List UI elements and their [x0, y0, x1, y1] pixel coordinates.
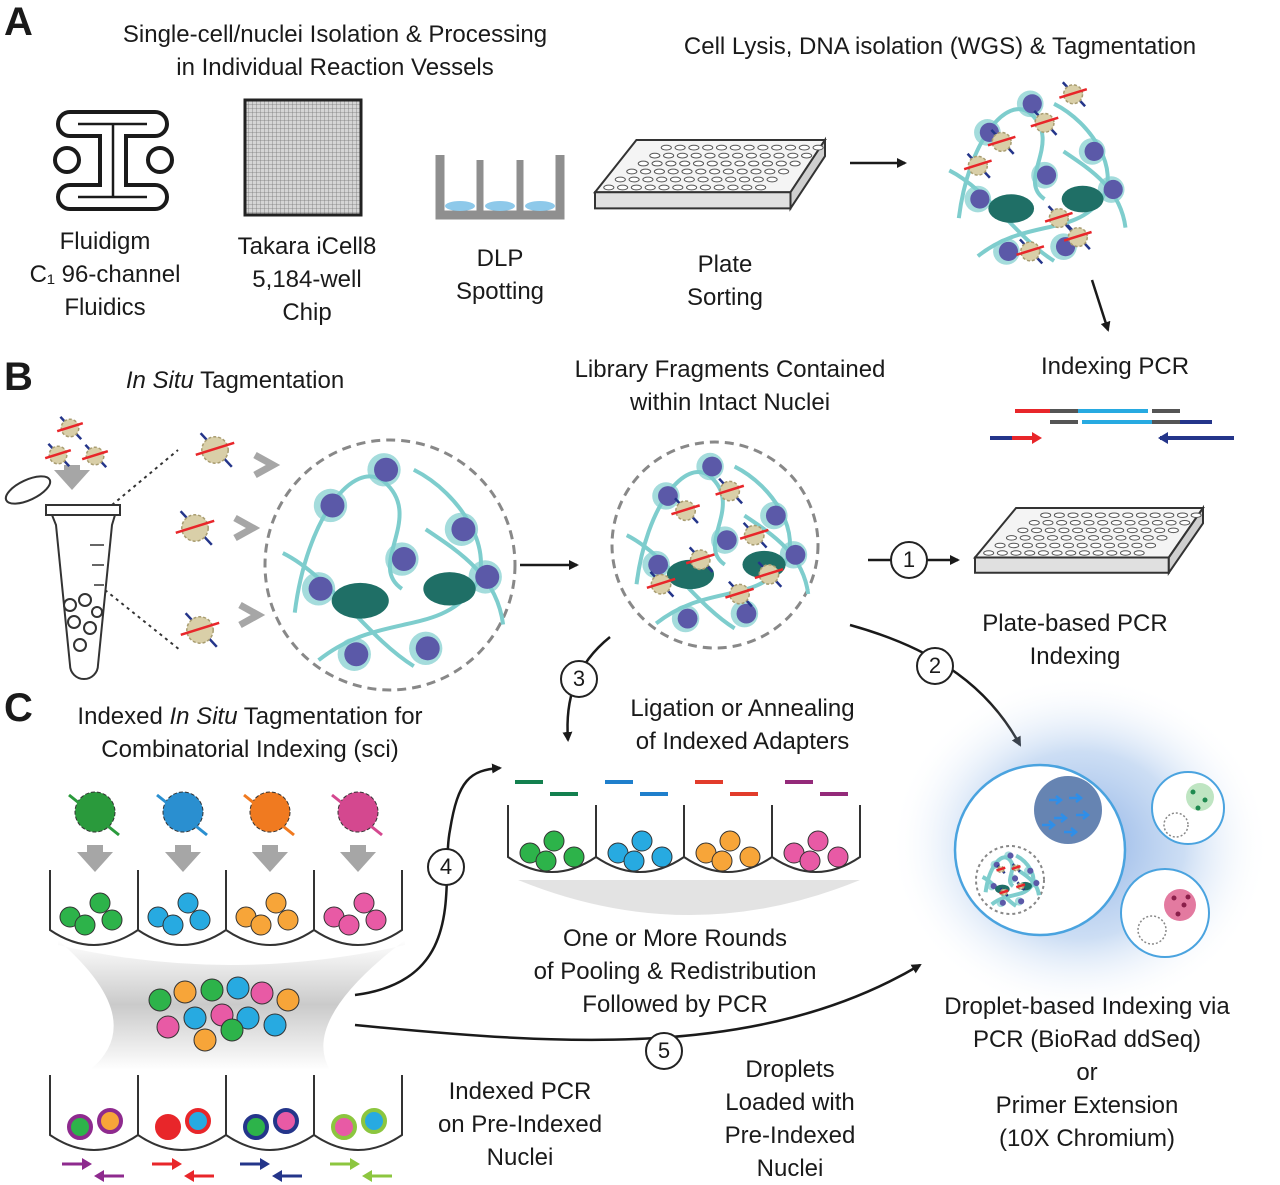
step-3-marker: 3 [560, 660, 598, 698]
heading-isolation: Single-cell/nuclei Isolation & Processin… [122, 21, 548, 81]
tn5-column [175, 432, 281, 648]
pcr-primer-arrows [62, 1158, 392, 1182]
arrow-lysis-to-pcr [1090, 279, 1111, 332]
droplet-indexing-illustration [890, 675, 1270, 1015]
panel-label-b: B [4, 355, 33, 399]
step-4-marker: 4 [427, 848, 465, 886]
step-2-marker: 2 [916, 647, 954, 685]
step-5-marker: 5 [645, 1032, 683, 1070]
heading-in-situ: In Situ Tagmentation [125, 367, 345, 394]
adapter-wells [507, 780, 861, 915]
lysed-chromatin-icon [948, 81, 1128, 265]
pooled-nuclei [148, 976, 300, 1052]
nucleus-b-left [263, 438, 517, 692]
dlp-spotting-icon [435, 155, 565, 220]
plate-sorting-icon [592, 136, 827, 212]
nucleus-b-right [610, 440, 820, 650]
heading-sci: Indexed In Situ Tagmentation for Combina… [77, 703, 423, 763]
plate-pcr-icon [972, 504, 1205, 577]
panel-label-c: C [4, 686, 33, 730]
heading-lysis: Cell Lysis, DNA isolation (WGS) & Tagmen… [683, 33, 1197, 60]
colored-tn5-row [68, 791, 383, 872]
heading-indexing-pcr: Indexing PCR [1040, 353, 1190, 380]
indexing-pcr-fragment [990, 409, 1234, 444]
zoom-line-top [111, 449, 179, 506]
icell8-chip-icon [243, 98, 363, 217]
sci-wells-bottom [49, 1075, 403, 1151]
sci-wells-top [49, 870, 403, 946]
step-1-marker: 1 [890, 541, 928, 579]
microcentrifuge-tube-icon [4, 475, 121, 680]
pooling-funnel [58, 940, 405, 1070]
fluidigm-chip-icon [53, 110, 174, 211]
gray-down-arrow [54, 465, 90, 490]
panel-label-a: A [4, 0, 33, 44]
zoom-line-bottom [104, 589, 181, 651]
tn5-small-cluster [44, 415, 109, 469]
